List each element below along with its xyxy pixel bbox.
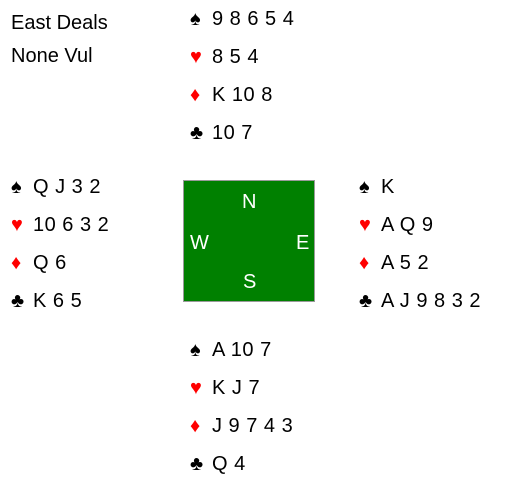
south-spades-row: ♠ A 10 7 — [190, 331, 293, 369]
spade-icon: ♠ — [190, 338, 201, 361]
west-hearts-row: ♥ 10 6 3 2 — [11, 206, 109, 244]
north-spades-row: ♠ 9 8 6 5 4 — [190, 0, 294, 38]
north-clubs-cards: 10 7 — [212, 121, 253, 144]
heart-icon: ♥ — [190, 45, 202, 68]
dealer-label: East Deals — [11, 12, 108, 34]
club-icon: ♣ — [11, 289, 25, 312]
north-hearts-row: ♥ 8 5 4 — [190, 38, 294, 76]
south-clubs-row: ♣ Q 4 — [190, 445, 293, 483]
north-clubs-row: ♣ 10 7 — [190, 114, 294, 152]
south-hand: ♠ A 10 7 ♥ K J 7 ♦ J 9 7 4 3 ♣ Q 4 — [190, 331, 293, 483]
south-clubs-cards: Q 4 — [212, 452, 246, 475]
north-hand: ♠ 9 8 6 5 4 ♥ 8 5 4 ♦ K 10 8 ♣ 10 7 — [190, 0, 294, 152]
deal-info: East Deals None Vul — [11, 7, 108, 73]
bridge-table: N W E S — [183, 180, 315, 302]
heart-icon: ♥ — [190, 376, 202, 399]
south-hearts-row: ♥ K J 7 — [190, 369, 293, 407]
west-hearts-cards: 10 6 3 2 — [33, 213, 110, 236]
south-diamonds-cards: J 9 7 4 3 — [212, 414, 294, 437]
spade-icon: ♠ — [11, 175, 22, 198]
east-diamonds-cards: A 5 2 — [381, 251, 430, 274]
south-spades-cards: A 10 7 — [212, 338, 272, 361]
compass-east: E — [296, 232, 310, 254]
north-hearts-cards: 8 5 4 — [212, 45, 259, 68]
club-icon: ♣ — [190, 452, 204, 475]
spade-icon: ♠ — [190, 7, 201, 30]
spade-icon: ♠ — [359, 175, 370, 198]
east-spades-cards: K — [381, 175, 395, 198]
east-clubs-cards: A J 9 8 3 2 — [381, 289, 482, 312]
heart-icon: ♥ — [11, 213, 23, 236]
north-spades-cards: 9 8 6 5 4 — [212, 7, 295, 30]
diamond-icon: ♦ — [11, 251, 22, 274]
south-hearts-cards: K J 7 — [212, 376, 261, 399]
compass-north: N — [242, 191, 257, 213]
west-diamonds-cards: Q 6 — [33, 251, 67, 274]
east-spades-row: ♠ K — [359, 168, 481, 206]
east-clubs-row: ♣ A J 9 8 3 2 — [359, 282, 481, 320]
diamond-icon: ♦ — [190, 414, 201, 437]
north-diamonds-row: ♦ K 10 8 — [190, 76, 294, 114]
east-hand: ♠ K ♥ A Q 9 ♦ A 5 2 ♣ A J 9 8 3 2 — [359, 168, 481, 320]
diamond-icon: ♦ — [359, 251, 370, 274]
north-diamonds-cards: K 10 8 — [212, 83, 273, 106]
west-spades-cards: Q J 3 2 — [33, 175, 101, 198]
west-clubs-row: ♣ K 6 5 — [11, 282, 109, 320]
west-diamonds-row: ♦ Q 6 — [11, 244, 109, 282]
club-icon: ♣ — [359, 289, 373, 312]
east-diamonds-row: ♦ A 5 2 — [359, 244, 481, 282]
south-diamonds-row: ♦ J 9 7 4 3 — [190, 407, 293, 445]
east-hearts-cards: A Q 9 — [381, 213, 434, 236]
west-hand: ♠ Q J 3 2 ♥ 10 6 3 2 ♦ Q 6 ♣ K 6 5 — [11, 168, 109, 320]
west-clubs-cards: K 6 5 — [33, 289, 83, 312]
club-icon: ♣ — [190, 121, 204, 144]
diamond-icon: ♦ — [190, 83, 201, 106]
compass-south: S — [243, 271, 257, 293]
west-spades-row: ♠ Q J 3 2 — [11, 168, 109, 206]
compass-west: W — [190, 232, 209, 254]
east-hearts-row: ♥ A Q 9 — [359, 206, 481, 244]
heart-icon: ♥ — [359, 213, 371, 236]
vulnerability-label: None Vul — [11, 45, 93, 67]
